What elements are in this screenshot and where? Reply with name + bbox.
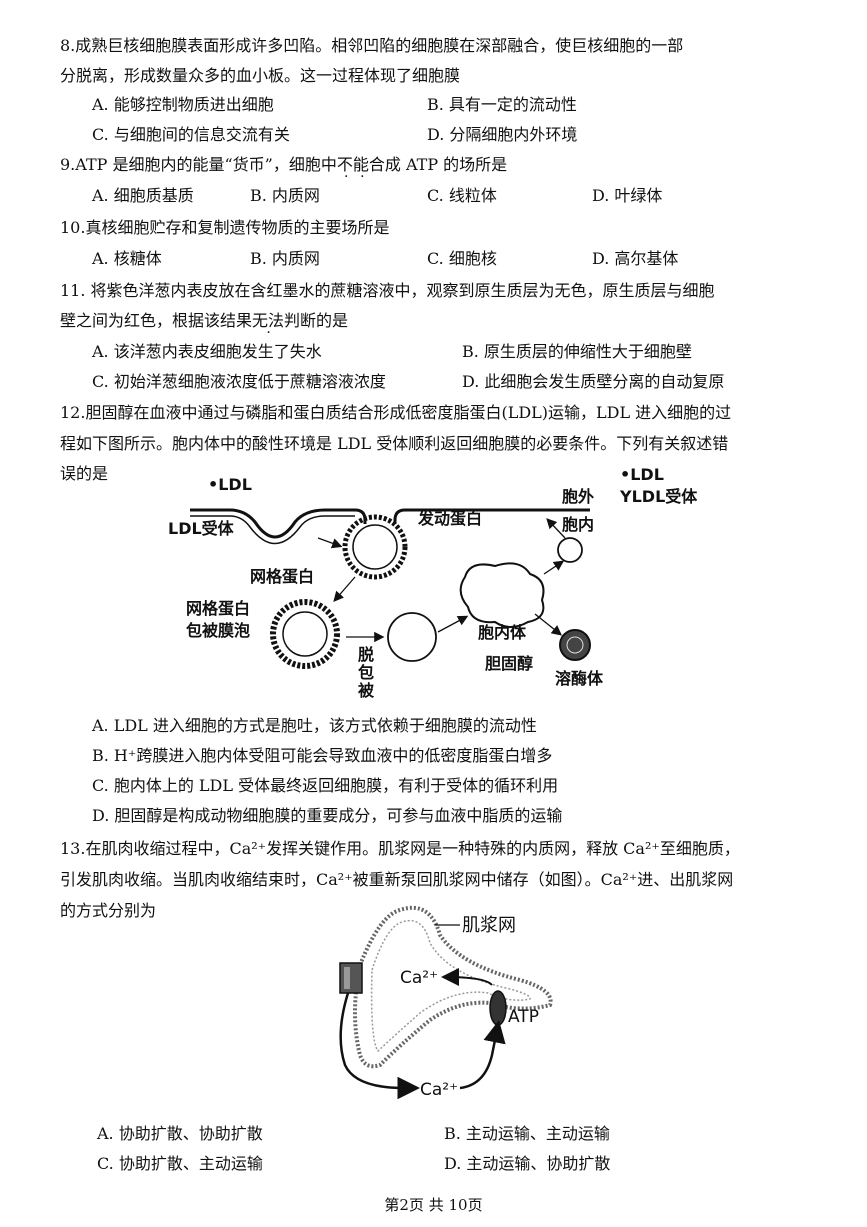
q13-option-d: D. 主动运输、协助扩散 — [444, 1154, 611, 1173]
label-cholesterol: 胆固醇 — [485, 654, 533, 673]
q10-option-a: A. 核糖体 — [92, 249, 162, 268]
q13-stem-line1: 13.在肌肉收缩过程中，Ca²⁺发挥关键作用。肌浆网是一种特殊的内质网，释放 C… — [60, 839, 740, 858]
q9-stem: 9.ATP 是细胞内的能量“货币”，细胞中不能合成 ATP 的场所是 — [60, 155, 507, 175]
q8-option-d: D. 分隔细胞内外环境 — [427, 125, 578, 144]
label-outside: 胞外 — [561, 487, 594, 506]
q11-option-c: C. 初始洋葱细胞液浓度低于蔗糖溶液浓度 — [92, 372, 386, 391]
q12-stem-line1: 12.胆固醇在血液中通过与磷脂和蛋白质结合形成低密度脂蛋白(LDL)运输，LDL… — [60, 403, 732, 422]
label-lysosome: 溶酶体 — [555, 669, 604, 688]
label-atp: ATP — [508, 1007, 539, 1027]
label-endosome: 胞内体 — [477, 623, 527, 642]
label-clathrin: 网格蛋白 — [250, 567, 314, 586]
q10-option-c: C. 细胞核 — [427, 249, 497, 268]
q9-option-c: C. 线粒体 — [427, 186, 497, 205]
q12-option-a: A. LDL 进入细胞的方式是胞吐，该方式依赖于细胞膜的流动性 — [92, 716, 537, 735]
q11-option-a: A. 该洋葱内表皮细胞发生了失水 — [92, 342, 322, 361]
q13-stem-line3: 的方式分别为 — [60, 901, 157, 920]
label-sarcoplasmic-reticulum: 肌浆网 — [462, 915, 516, 936]
q10-option-d: D. 高尔基体 — [592, 249, 679, 268]
page-footer: 第2页 共 10页 — [384, 1196, 483, 1214]
q10-option-b: B. 内质网 — [250, 249, 320, 268]
q8-option-a: A. 能够控制物质进出细胞 — [92, 95, 274, 114]
label-coated-vesicle-1: 网格蛋白 — [186, 599, 250, 618]
q12-option-c: C. 胞内体上的 LDL 受体最终返回细胞膜，有利于受体的循环利用 — [92, 776, 559, 795]
q8-option-b: B. 具有一定的流动性 — [427, 95, 577, 114]
label-uncoat-2: 包 — [358, 663, 374, 682]
q12-option-b: B. H⁺跨膜进入胞内体受阻可能会导致血液中的低密度脂蛋白增多 — [92, 746, 553, 765]
label-coated-vesicle-2: 包被膜泡 — [186, 621, 250, 640]
q11-option-d: D. 此细胞会发生质壁分离的自动复原 — [462, 372, 725, 391]
label-ca-inside: Ca²⁺ — [400, 968, 438, 988]
q10-stem: 10.真核细胞贮存和复制遗传物质的主要场所是 — [60, 218, 390, 237]
q12-option-d: D. 胆固醇是构成动物细胞膜的重要成分，可参与血液中脂质的运输 — [92, 806, 563, 825]
q9-option-b: B. 内质网 — [250, 186, 320, 205]
legend-ldl-receptor: YLDL受体 — [619, 487, 698, 506]
label-dynamin: 发动蛋白 — [417, 509, 482, 528]
label-ca-outside: Ca²⁺ — [420, 1080, 458, 1100]
q13-stem-line2: 引发肌肉收缩。当肌肉收缩结束时，Ca²⁺被重新泵回肌浆网中储存（如图）。Ca²⁺… — [60, 870, 734, 889]
q9-option-d: D. 叶绿体 — [592, 186, 663, 205]
label-uncoat-1: 脱 — [358, 645, 374, 664]
label-inside: 胞内 — [561, 515, 594, 534]
q12-stem-line3: 误的是 — [60, 464, 109, 483]
q13-option-c: C. 协助扩散、主动运输 — [97, 1154, 263, 1173]
legend-ldl: •LDL — [620, 465, 664, 484]
q12-stem-line2: 程如下图所示。胞内体中的酸性环境是 LDL 受体顺利返回细胞膜的必要条件。下列有… — [60, 434, 729, 453]
q8-option-c: C. 与细胞间的信息交流有关 — [92, 125, 290, 144]
sarcoplasmic-reticulum-figure: 肌浆网 Ca²⁺ ATP Ca²⁺ — [339, 905, 553, 1100]
q8-stem-line2: 分脱离，形成数量众多的血小板。这一过程体现了细胞膜 — [60, 66, 461, 85]
label-ldl: •LDL — [208, 475, 252, 494]
q13-option-a: A. 协助扩散、协助扩散 — [97, 1124, 263, 1143]
ldl-endocytosis-figure: •LDL YLDL受体 •LDL LDL受体 发动蛋白 胞外 胞内 网格蛋白 网… — [168, 465, 698, 700]
q9-option-a: A. 细胞质基质 — [92, 186, 194, 205]
q13-option-b: B. 主动运输、主动运输 — [444, 1124, 610, 1143]
label-uncoat-3: 被 — [358, 681, 375, 700]
q11-stem-line1: 11. 将紫色洋葱内表皮放在含红墨水的蔗糖溶液中，观察到原生质层为无色，原生质层… — [60, 281, 715, 300]
q11-option-b: B. 原生质层的伸缩性大于细胞壁 — [462, 342, 692, 361]
q11-stem-line2: 壁之间为红色，根据该结果无法判断的是 — [60, 311, 348, 331]
label-ldl-receptor: LDL受体 — [168, 519, 235, 538]
q8-stem-line1: 8.成熟巨核细胞膜表面形成许多凹陷。相邻凹陷的细胞膜在深部融合，使巨核细胞的一部 — [60, 36, 684, 55]
